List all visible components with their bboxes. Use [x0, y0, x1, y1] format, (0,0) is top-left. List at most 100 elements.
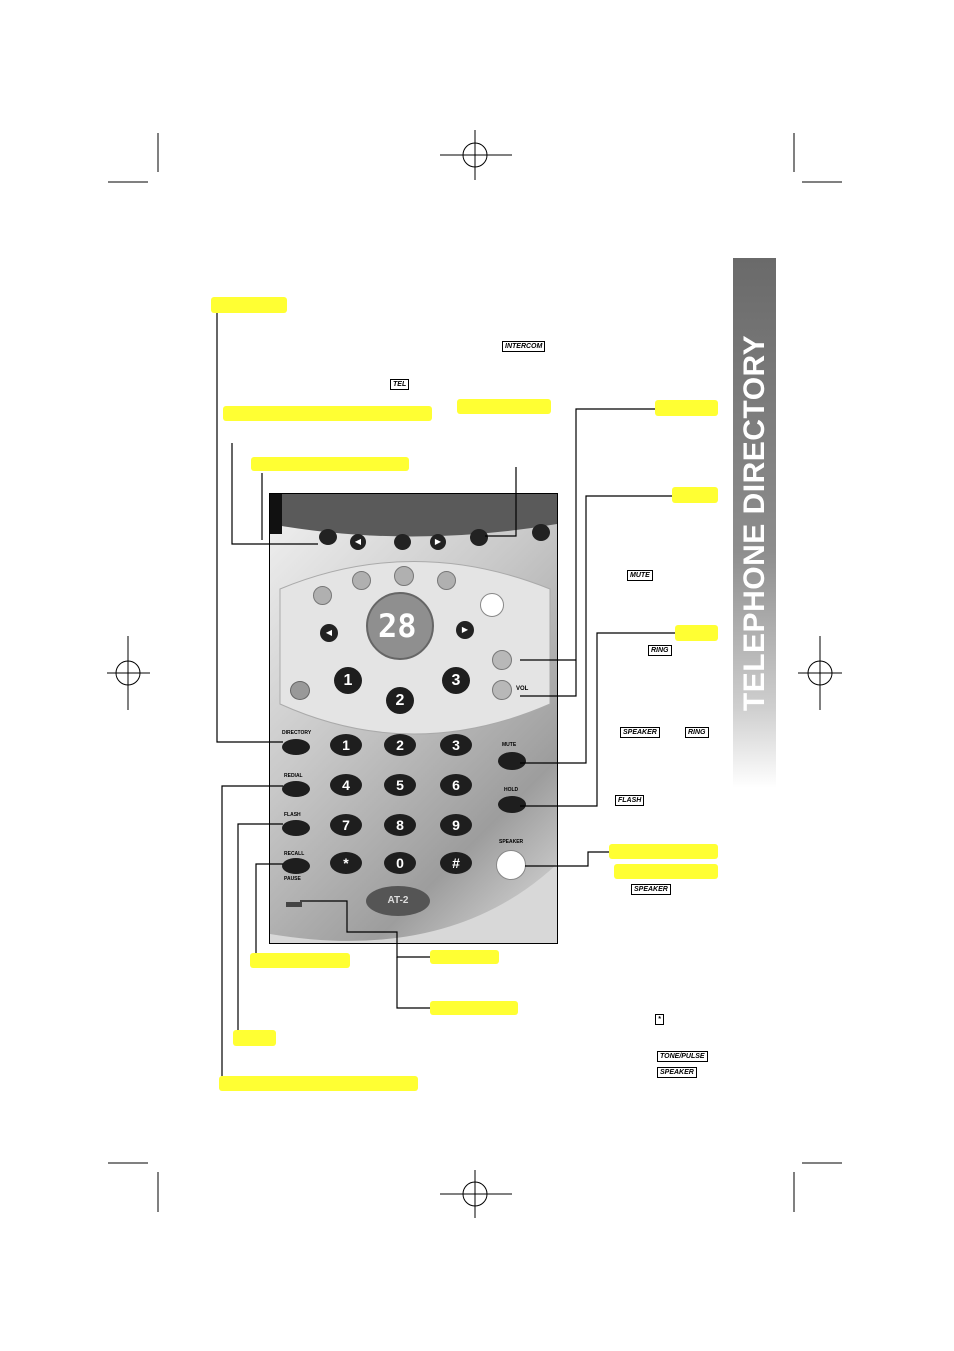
- nav-right-button[interactable]: ▶: [456, 621, 474, 639]
- speaker-button[interactable]: [496, 850, 526, 880]
- key-7[interactable]: 7: [330, 814, 362, 836]
- label-highlight-speaker-1: [609, 844, 718, 859]
- key-4-label: 4: [342, 777, 350, 793]
- key-0-label: 0: [396, 855, 404, 871]
- intercom-tag: INTERCOM: [502, 341, 546, 352]
- label-highlight-hold: [675, 625, 718, 641]
- model-name: AT-2: [387, 895, 409, 906]
- key-9[interactable]: 9: [440, 814, 472, 836]
- function-button-3[interactable]: [470, 529, 488, 546]
- label-highlight-redial-pause: [219, 1076, 418, 1091]
- flash-label: FLASH: [284, 812, 301, 818]
- sidebar-tab: TELEPHONE DIRECTORY: [733, 258, 776, 788]
- key-2-label: 2: [396, 737, 404, 753]
- star-tag: *: [655, 1014, 664, 1025]
- speed-dial-1[interactable]: 1: [334, 667, 362, 694]
- nav-right-icon: ▶: [461, 625, 469, 634]
- arc-button-3[interactable]: [394, 566, 414, 586]
- label-highlight-speaker-2: [614, 864, 718, 879]
- ringer-switch[interactable]: [286, 902, 302, 907]
- recall-label: RECALL: [284, 851, 305, 857]
- key-hash-label: #: [452, 855, 460, 871]
- next-arrow-icon: ▶: [434, 537, 442, 546]
- phone-illustration: 28 ◀ ▶ ◀ ▶ 1 2 3 VOL DIRECTORY REDIAL FL…: [269, 493, 558, 944]
- label-highlight-redial: [457, 399, 551, 414]
- speed-dial-3[interactable]: 3: [442, 667, 470, 694]
- label-highlight-select: [251, 457, 409, 471]
- key-4[interactable]: 4: [330, 774, 362, 796]
- speed-dial-2-label: 2: [395, 692, 405, 709]
- label-highlight-recall: [250, 953, 350, 968]
- vol-label: VOL: [516, 686, 529, 692]
- prev-button[interactable]: ◀: [350, 534, 366, 550]
- ring-tag-1: RING: [648, 645, 672, 656]
- mute-button[interactable]: [498, 752, 526, 770]
- hold-button[interactable]: [498, 796, 526, 813]
- function-button-4[interactable]: [532, 524, 550, 541]
- key-star-label: *: [343, 855, 349, 871]
- hold-label: HOLD: [504, 787, 519, 793]
- speaker-tag-1: SPEAKER: [620, 727, 660, 738]
- arc-button-4[interactable]: [437, 571, 456, 590]
- key-5-label: 5: [396, 777, 404, 793]
- label-highlight-directory: [211, 297, 287, 313]
- speaker-tag-3: SPEAKER: [657, 1067, 697, 1078]
- flash-button[interactable]: [282, 820, 310, 836]
- key-star[interactable]: *: [330, 852, 362, 874]
- vol-down-button[interactable]: [492, 680, 512, 700]
- arc-button-5[interactable]: [480, 593, 504, 617]
- display-readout: 28: [378, 607, 417, 645]
- speed-dial-3-label: 3: [451, 672, 461, 689]
- speaker-label: SPEAKER: [499, 839, 524, 845]
- directory-button[interactable]: [282, 739, 310, 755]
- label-highlight-vol: [655, 400, 718, 416]
- function-button-2[interactable]: [394, 534, 411, 550]
- label-highlight-tone: [430, 950, 499, 964]
- key-8-label: 8: [396, 817, 404, 833]
- pause-label: PAUSE: [284, 876, 301, 882]
- ring-tag-2: RING: [685, 727, 709, 738]
- next-button[interactable]: ▶: [430, 534, 446, 550]
- nav-left-icon: ◀: [325, 628, 333, 637]
- key-6-label: 6: [452, 777, 460, 793]
- key-7-label: 7: [342, 817, 350, 833]
- function-button-1[interactable]: [319, 529, 337, 545]
- mute-label: MUTE: [502, 742, 517, 748]
- redial-button[interactable]: [282, 781, 310, 797]
- arc-button-2[interactable]: [352, 571, 371, 590]
- label-highlight-flash: [233, 1030, 276, 1046]
- key-3[interactable]: 3: [440, 734, 472, 756]
- redial-label: REDIAL: [284, 773, 303, 779]
- prev-arrow-icon: ◀: [354, 537, 362, 546]
- arc-button-1[interactable]: [313, 586, 332, 605]
- nav-left-button[interactable]: ◀: [320, 624, 338, 642]
- key-3-label: 3: [452, 737, 460, 753]
- key-9-label: 9: [452, 817, 460, 833]
- mute-tag: MUTE: [627, 570, 653, 581]
- keypad: 1 2 3 4 5 6 7 8 9 * 0 #: [330, 734, 480, 874]
- recall-button[interactable]: [282, 858, 310, 874]
- speed-dial-1-label: 1: [343, 672, 353, 689]
- key-6[interactable]: 6: [440, 774, 472, 796]
- key-5[interactable]: 5: [384, 774, 416, 796]
- key-1-label: 1: [342, 737, 350, 753]
- key-2[interactable]: 2: [384, 734, 416, 756]
- speaker-tag-2: SPEAKER: [631, 884, 671, 895]
- key-1[interactable]: 1: [330, 734, 362, 756]
- vol-up-button[interactable]: [492, 650, 512, 670]
- model-badge: AT-2: [366, 886, 430, 916]
- label-highlight-review: [223, 406, 432, 421]
- directory-label: DIRECTORY: [282, 730, 312, 736]
- label-highlight-ringer: [430, 1001, 518, 1015]
- registration-target-icon: [107, 130, 842, 1218]
- key-8[interactable]: 8: [384, 814, 416, 836]
- key-hash[interactable]: #: [440, 852, 472, 874]
- label-highlight-mute: [672, 487, 718, 503]
- flash-tag: FLASH: [615, 795, 645, 806]
- key-0[interactable]: 0: [384, 852, 416, 874]
- speed-dial-2[interactable]: 2: [386, 687, 414, 714]
- memory-button[interactable]: [290, 681, 310, 700]
- tel-tag: TEL: [390, 379, 410, 390]
